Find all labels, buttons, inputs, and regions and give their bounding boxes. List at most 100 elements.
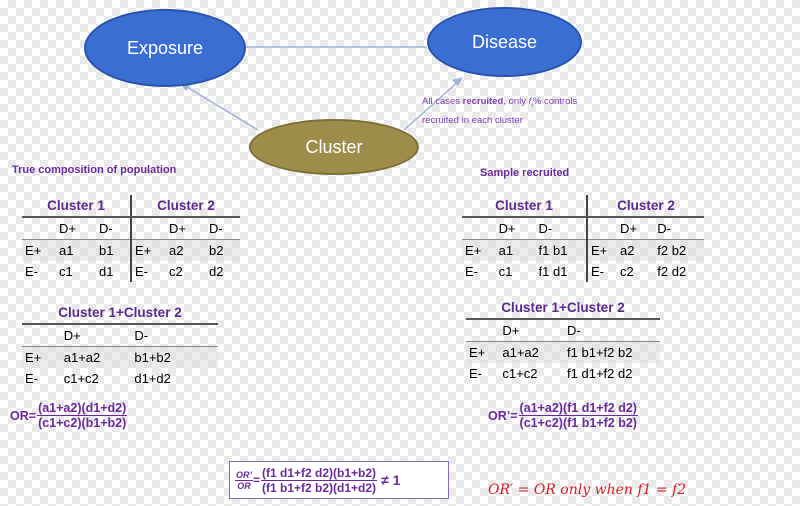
table-row: E+ a1 b1 E+ a2 b2 [22, 239, 240, 261]
left-cluster2-header: Cluster 2 [130, 195, 240, 218]
right-t2-dplus: D+ [499, 319, 565, 342]
ratio-rhs: (f1 d1+f2 d2)(b1+b2) (f1 b1+f2 b2)(d1+d2… [261, 465, 378, 495]
cell-b2: b2 [206, 239, 240, 261]
cell-c2: c2 [169, 264, 183, 279]
cluster-label: Cluster [305, 136, 363, 157]
left-t1-eplus2: E+ [130, 239, 166, 261]
left-t2-eplus: E+ [22, 346, 61, 368]
disease-arrowhead [452, 77, 463, 86]
cell-a-sum: a1+a2 [60, 346, 132, 368]
right-t1-dplus: D+ [495, 217, 536, 240]
note-post: % controls [532, 96, 578, 107]
right-t2-eplus: E+ [466, 341, 500, 363]
left-t1-dminus: D- [96, 217, 131, 240]
left-t1-dplus2: D+ [166, 217, 206, 240]
ratio-eq: = [253, 473, 261, 487]
right-t2-dminus: D- [564, 319, 660, 342]
table-row: E- c1+c2 d1+d2 [22, 368, 218, 389]
left-combined-table: Cluster 1+Cluster 2 D+ D- E+ a1+a2 b1+b2… [22, 302, 218, 389]
ratio-lhs-num: OR’ [235, 469, 254, 481]
ratio-formula-box: OR’ OR = (f1 d1+f2 d2)(b1+b2) (f1 b1+f2 … [229, 461, 449, 499]
right-t1-eplus: E+ [462, 239, 496, 261]
cell-d-sum: d1+d2 [134, 371, 171, 386]
right-t1-dminus: D- [535, 217, 587, 240]
note-line2: recruited in each cluster [422, 114, 523, 126]
conclusion-text: OR′ = OR only when f1 = f2 [488, 482, 687, 498]
rcell-d1: f1 d1 [538, 264, 568, 279]
left-t1-eplus: E+ [22, 239, 56, 261]
right-t1-dplus2: D+ [617, 217, 655, 240]
right-or-formula: OR’= (a1+a2)(f1 d1+f2 d2) (c1+c2)(f1 b1+… [488, 401, 638, 430]
ratio-lhs: OR’ OR [235, 469, 254, 491]
rcell-c2: c2 [620, 264, 634, 279]
exposure-label: Exposure [126, 37, 204, 58]
right-or-fraction: (a1+a2)(f1 d1+f2 d2) (c1+c2)(f1 b1+f2 b2… [518, 401, 638, 430]
right-t1-eminus: E- [465, 264, 478, 279]
cell-d2: d2 [209, 264, 224, 279]
left-t1-dplus: D+ [56, 217, 96, 240]
cell-c-sum: c1+c2 [63, 371, 99, 386]
disease-label: Disease [471, 31, 538, 52]
left-cluster1-header: Cluster 1 [22, 195, 131, 218]
ratio-rhs-num: (f1 d1+f2 d2)(b1+b2) [261, 465, 378, 481]
right-or-numerator: (a1+a2)(f1 d1+f2 d2) [518, 401, 638, 416]
right-cluster1-header: Cluster 1 [462, 195, 587, 218]
right-or-label: OR’= [488, 408, 518, 423]
left-or-formula: OR= (a1+a2)(d1+d2) (c1+c2)(b1+b2) [10, 401, 128, 430]
note-pre: All cases [422, 96, 463, 107]
right-t1-dminus2: D- [654, 217, 704, 240]
rcell-c1: c1 [498, 264, 513, 279]
left-cluster-table: Cluster 1 Cluster 2 D+ D- D+ D- E+ a1 b1… [22, 195, 240, 282]
rcell-b2: f2 b2 [654, 239, 704, 261]
left-t1-dminus2: D- [206, 217, 240, 240]
left-or-label: OR= [10, 408, 37, 423]
rcell-a-sum: a1+a2 [499, 341, 565, 363]
right-title: Sample recruited [480, 167, 570, 179]
cell-a2: a2 [166, 239, 206, 261]
left-t2-eminus: E- [25, 371, 38, 386]
table-row: E- c1+c2 f1 d1+f2 d2 [466, 363, 660, 384]
note-sub: i [531, 101, 533, 109]
recruitment-note: All cases recruited, only fi% controls r… [422, 94, 577, 128]
rcell-c-sum: c1+c2 [502, 366, 538, 381]
left-or-numerator: (a1+a2)(d1+d2) [37, 401, 128, 416]
table-row: E+ a1 f1 b1 E+ a2 f2 b2 [462, 239, 704, 261]
rcell-b-sum: f1 b1+f2 b2 [564, 341, 660, 363]
exposure-node: Exposure [84, 9, 246, 87]
right-t1-eminus2: E- [585, 261, 618, 282]
note-bold: recruited [462, 96, 504, 107]
cell-b1: b1 [96, 239, 131, 261]
ratio-rhs-den: (f1 b1+f2 b2)(d1+d2) [262, 480, 377, 495]
left-combined-header: Cluster 1+Cluster 2 [22, 302, 218, 325]
left-t2-dplus: D+ [60, 324, 132, 347]
cell-d1: d1 [99, 264, 114, 279]
cluster-exposure-arrow [181, 83, 259, 131]
disease-node: Disease [427, 7, 582, 77]
left-t1-eminus: E- [25, 264, 38, 279]
left-or-fraction: (a1+a2)(d1+d2) (c1+c2)(b1+b2) [37, 401, 128, 430]
ratio-lhs-den: OR [237, 480, 251, 491]
rcell-b1: f1 b1 [535, 239, 587, 261]
left-or-denominator: (c1+c2)(b1+b2) [38, 416, 127, 430]
right-t1-eplus2: E+ [585, 239, 618, 261]
right-or-denominator: (c1+c2)(f1 b1+f2 b2) [519, 416, 637, 430]
right-combined-header: Cluster 1+Cluster 2 [466, 297, 660, 320]
cluster-node: Cluster [249, 119, 419, 175]
right-cluster2-header: Cluster 2 [586, 195, 704, 218]
right-combined-table: Cluster 1+Cluster 2 D+ D- E+ a1+a2 f1 b1… [466, 297, 660, 384]
left-t2-dminus: D- [131, 324, 218, 347]
left-t1-eminus2: E- [130, 261, 166, 282]
left-title: True composition of population [12, 164, 177, 176]
table-row: E+ a1+a2 f1 b1+f2 b2 [466, 341, 660, 363]
rcell-d2: f2 d2 [657, 264, 687, 279]
table-row: E- c1 d1 E- c2 d2 [22, 261, 240, 282]
cluster-disease-arrow [403, 79, 461, 131]
rcell-d-sum: f1 d1+f2 d2 [567, 366, 633, 381]
rcell-a1: a1 [495, 239, 536, 261]
ratio-neq: ≠ 1 [381, 472, 401, 488]
note-mid: , only [503, 96, 529, 107]
cell-c1: c1 [59, 264, 73, 279]
right-cluster-table: Cluster 1 Cluster 2 D+ D- D+ D- E+ a1 f1… [462, 195, 704, 282]
right-t2-eminus: E- [469, 366, 482, 381]
